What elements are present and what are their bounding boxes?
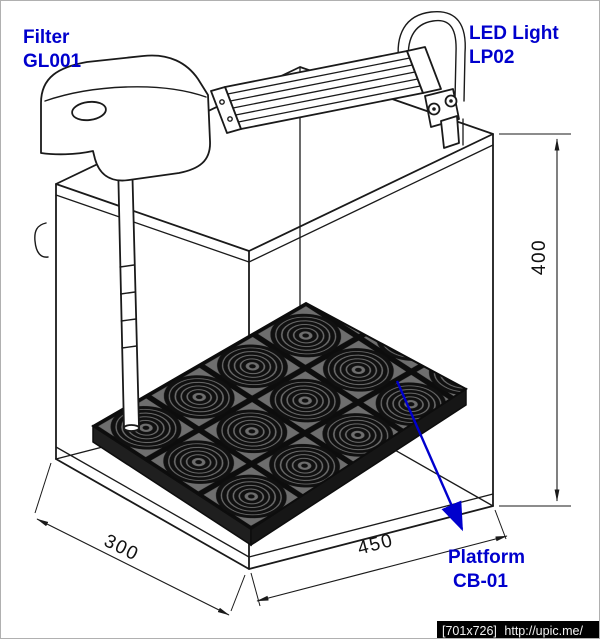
tank-rim-trim-left [55,194,250,263]
platform-label-model: CB-01 [453,571,508,592]
led-heatsink-fins [227,57,421,123]
filter-cap [71,100,107,122]
pipe-segment-tick [119,291,136,295]
dimension-line [256,535,508,602]
led-light-unit [210,10,466,149]
dimension-height-value: 400 [529,239,550,275]
watermark-background [437,621,599,638]
clamp-knob-center [449,99,453,103]
platform-grid [91,301,468,547]
led-label-title: LED Light [469,23,559,44]
dimension-length-value: 450 [355,530,395,559]
pipe-segment-tick [119,264,135,268]
extension-line [34,462,52,514]
led-right-bracket [406,46,442,94]
dimension-width-value: 300 [101,531,143,566]
extension-line [494,509,507,540]
filter-label-model: GL001 [23,51,82,72]
watermark-size: [701x726] [442,624,497,638]
led-end-cap [210,86,242,134]
filter-unit [40,54,211,182]
dimension-line [36,518,230,616]
platform-top-surface [91,301,468,531]
extension-line [230,574,246,612]
filter-label-title: Filter [23,27,70,48]
watermark-text: [701x726] http://upic.me/ [442,624,583,638]
platform-label-title: Platform [448,547,525,568]
wall-clip-hook [34,222,49,258]
callout-labels: Filter GL001 LED Light LP02 Platform CB-… [23,23,559,592]
watermark-url: http://upic.me/ [504,624,583,638]
pipe-segment-tick [121,345,138,349]
led-label-model: LP02 [469,47,514,68]
filter-intake-pipe [117,158,141,432]
filter-lid-line [44,86,207,102]
tank-bottom-front-edges [55,458,494,570]
hanging-tube-inner [407,19,457,100]
pipe-segment-tick [120,318,137,322]
platform-callout-arrow [395,380,464,532]
end-cap-screw [219,99,225,105]
pipe-end-cap [123,424,141,432]
rim-clamp-jaw [440,115,460,149]
watermark: [701x726] http://upic.me/ [437,621,599,638]
hanging-tube-outer [397,10,466,102]
filter-body [40,54,211,182]
dimension-height: 400 [499,133,571,507]
end-cap-screw [227,116,233,122]
clamp-knob-center [432,107,436,111]
tank-rim-trim-right [248,144,494,263]
